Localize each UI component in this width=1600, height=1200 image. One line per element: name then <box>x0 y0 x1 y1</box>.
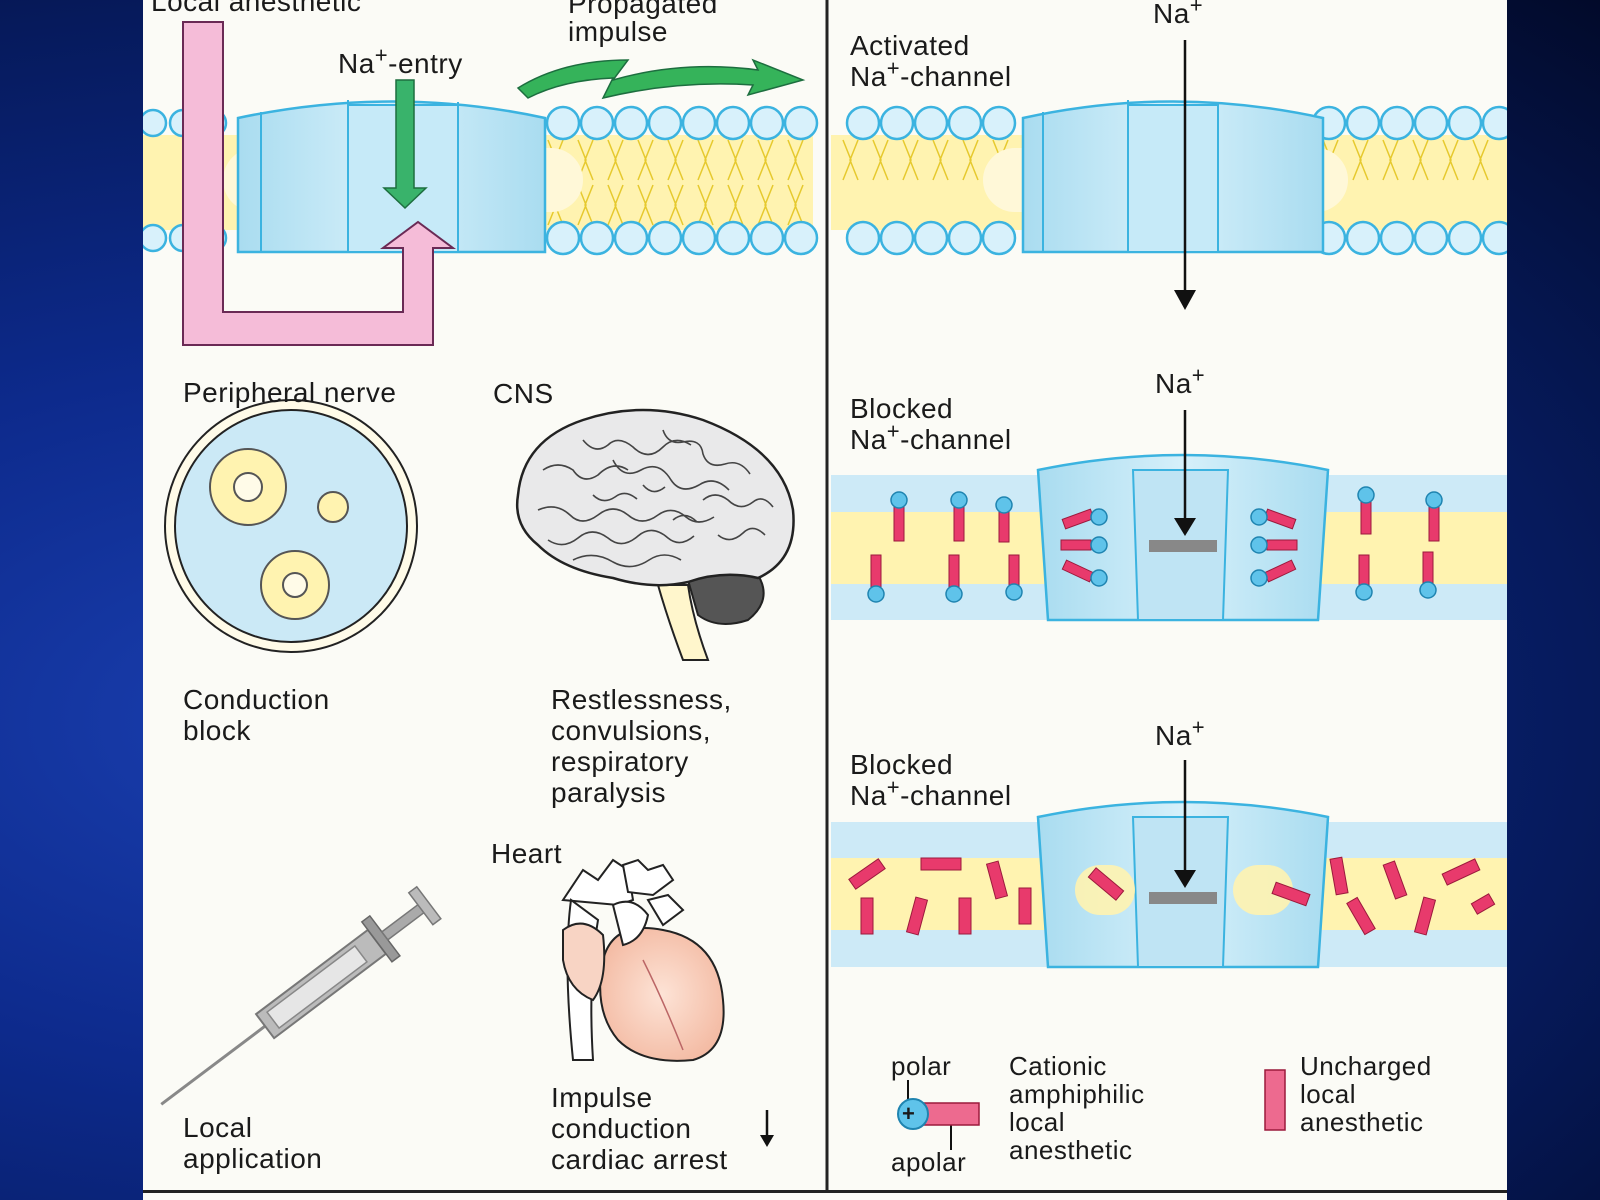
activated-ion-arrow <box>1174 40 1196 310</box>
blocked-cationic-na: Na <box>850 424 887 455</box>
legend-graphics <box>897 1069 1286 1150</box>
blocked-uncharged-na: Na <box>850 780 887 811</box>
diagram-panel: Local anesthetic Na+-entry Propagated im… <box>143 0 1507 1200</box>
brain-illustration <box>515 408 795 661</box>
diagram-graphics <box>143 0 1507 1192</box>
heart-title: Heart <box>491 838 562 869</box>
cns-effects-caption: Restlessness, convulsions, respiratory p… <box>551 684 732 808</box>
decrease-arrow-icon <box>760 1110 774 1147</box>
blocked-cationic-na-sup: + <box>886 418 901 444</box>
syringe-illustration <box>160 885 442 1106</box>
peripheral-nerve-illustration <box>164 399 418 653</box>
activated-ion-label: Na+ <box>1153 0 1203 29</box>
blocked-uncharged-ion-arrow <box>1174 760 1196 888</box>
propagated-impulse-arrow <box>516 58 806 100</box>
na-entry-label: Na+-entry <box>338 44 463 79</box>
heart-effects-caption: Impulse conduction cardiac arrest <box>551 1082 728 1175</box>
propagated-impulse-label: Propagated impulse <box>568 0 718 47</box>
cns-title: CNS <box>493 378 554 409</box>
blocked-uncharged-line1: Blocked <box>850 749 954 780</box>
blocked-uncharged-ion-label: Na+ <box>1155 716 1205 751</box>
conduction-block-caption: Conduction block <box>183 684 330 746</box>
peripheral-nerve-title: Peripheral nerve <box>183 377 397 408</box>
legend-apolar-label: apolar <box>891 1147 967 1177</box>
na-entry-suffix: -entry <box>388 48 463 79</box>
legend-polar-label: polar <box>891 1051 952 1081</box>
activated-channel-membrane <box>831 100 1507 256</box>
blocked-cationic-line1: Blocked <box>850 393 954 424</box>
local-application-caption: Local application <box>183 1112 323 1174</box>
blocked-cationic-ion-text: Na <box>1155 368 1192 399</box>
blocked-cationic-ion-arrow <box>1174 410 1196 536</box>
blocked-cationic-suffix: -channel <box>900 424 1012 455</box>
na-entry-text: Na <box>338 48 375 79</box>
legend-uncharged-label: Uncharged local anesthetic <box>1300 1051 1432 1137</box>
heart-illustration <box>561 858 725 1062</box>
blocked-channel-uncharged <box>831 800 1507 969</box>
activated-line1: Activated <box>850 30 970 61</box>
blocked-uncharged-suffix: -channel <box>900 780 1012 811</box>
activated-suffix: -channel <box>900 61 1012 92</box>
na-entry-sup: + <box>374 42 389 68</box>
left-membrane <box>143 100 819 256</box>
blocked-uncharged-na-sup: + <box>886 774 901 800</box>
legend-plus-symbol: + <box>902 1101 916 1126</box>
anesthetic-path-arrow <box>182 21 457 346</box>
panel-bottom-border <box>143 1190 1507 1193</box>
blocked-uncharged-ion-sup: + <box>1191 714 1206 740</box>
activated-na-sup: + <box>886 55 901 81</box>
legend-cationic-label: Cationic amphiphilic local anesthetic <box>1009 1051 1145 1165</box>
activated-ion-sup: + <box>1189 0 1204 18</box>
na-entry-arrow <box>382 79 428 210</box>
blocked-cationic-ion-label: Na+ <box>1155 364 1205 399</box>
activated-na: Na <box>850 61 887 92</box>
blocked-uncharged-ion-text: Na <box>1155 720 1192 751</box>
activated-ion-text: Na <box>1153 0 1190 29</box>
blocked-cationic-ion-sup: + <box>1191 362 1206 388</box>
local-anesthetic-label: Local anesthetic <box>151 0 362 17</box>
blocked-channel-cationic <box>831 453 1507 622</box>
